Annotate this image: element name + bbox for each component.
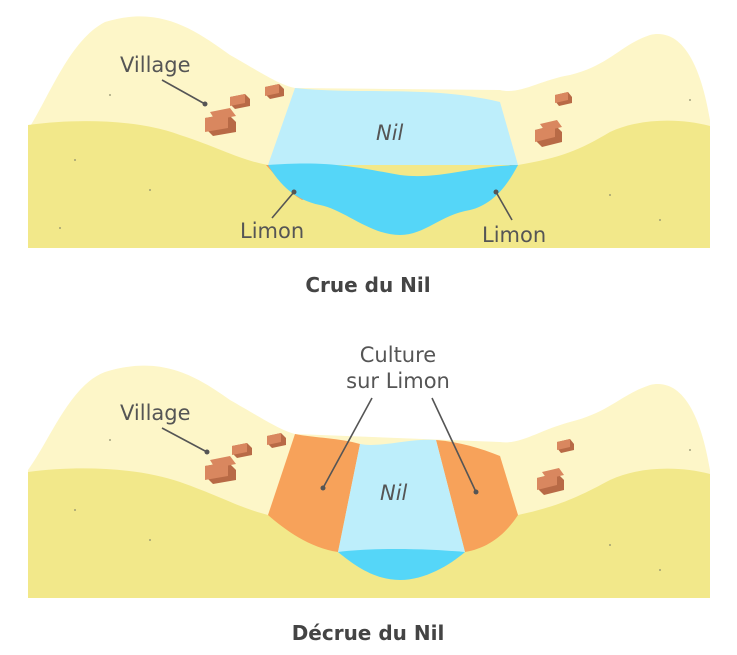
decrue-house-2 bbox=[232, 443, 252, 458]
crue-silt-leader-right bbox=[495, 191, 513, 221]
speck bbox=[659, 569, 661, 571]
decrue-house-5 bbox=[537, 468, 564, 495]
decrue-culture-leader-right bbox=[431, 397, 477, 493]
crue-village-leader bbox=[161, 79, 206, 105]
speck bbox=[149, 539, 151, 541]
crue-house-1 bbox=[205, 108, 236, 136]
decrue-house-1 bbox=[205, 456, 236, 484]
crue-caption: Crue du Nil bbox=[305, 273, 430, 297]
decrue-culture-label-line2: sur Limon bbox=[346, 369, 450, 393]
crue-river-label: Nil bbox=[376, 121, 404, 145]
decrue-caption: Décrue du Nil bbox=[292, 621, 445, 645]
speck bbox=[609, 194, 611, 196]
crue-panel: Village Nil Limon Limon Crue du Nil bbox=[28, 16, 710, 297]
speck bbox=[689, 99, 691, 101]
speck bbox=[109, 439, 111, 441]
decrue-culture-dot-right bbox=[473, 489, 479, 495]
crue-silt-dot-right bbox=[493, 189, 499, 195]
decrue-river-upper bbox=[338, 439, 465, 552]
crue-silt-label-left: Limon bbox=[240, 219, 304, 243]
speck bbox=[689, 449, 691, 451]
decrue-house-3 bbox=[267, 433, 286, 448]
decrue-river-lower bbox=[338, 549, 465, 580]
speck bbox=[59, 227, 61, 229]
crue-house-2 bbox=[230, 94, 250, 109]
crue-village-dot bbox=[202, 101, 208, 107]
speck bbox=[609, 544, 611, 546]
decrue-culture-dot-left bbox=[320, 485, 326, 491]
decrue-village-label: Village bbox=[120, 401, 191, 425]
crue-village-label: Village bbox=[120, 53, 191, 77]
decrue-panel: Village Culture sur Limon Nil Décrue du … bbox=[28, 343, 710, 645]
crue-river-upper bbox=[268, 88, 518, 165]
speck bbox=[74, 509, 76, 511]
speck bbox=[74, 159, 76, 161]
crue-house-3 bbox=[265, 84, 284, 99]
decrue-village-leader bbox=[161, 427, 208, 453]
decrue-river-label: Nil bbox=[380, 481, 408, 505]
decrue-field-right bbox=[436, 440, 518, 552]
crue-silt-label-right: Limon bbox=[482, 223, 546, 247]
decrue-culture-label-line1: Culture bbox=[360, 343, 436, 367]
speck bbox=[109, 94, 111, 96]
speck bbox=[659, 219, 661, 221]
crue-house-5 bbox=[535, 120, 562, 147]
speck bbox=[149, 189, 151, 191]
crue-river-lower bbox=[268, 163, 518, 235]
crue-house-4 bbox=[555, 92, 572, 106]
decrue-culture-leader-left bbox=[322, 397, 373, 489]
crue-silt-leader-left bbox=[271, 191, 295, 219]
decrue-house-4 bbox=[557, 439, 574, 453]
decrue-village-dot bbox=[204, 449, 210, 455]
crue-silt-dot-left bbox=[291, 189, 297, 195]
